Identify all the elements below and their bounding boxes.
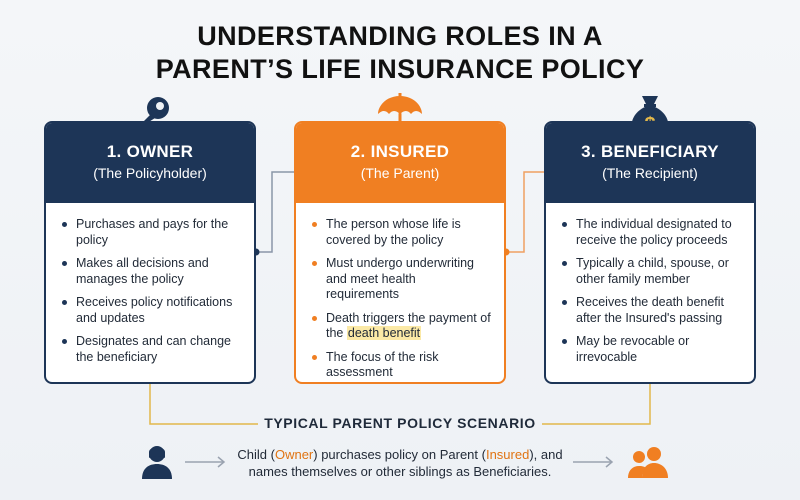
owner-card: 1. OWNER (The Policyholder) Purchases an…: [44, 121, 256, 384]
owner-bullet: Designates and can change the beneficiar…: [62, 334, 242, 365]
title-line-2: PARENT’S LIFE INSURANCE POLICY: [155, 54, 645, 84]
beneficiary-bullet: Receives the death benefit after the Ins…: [562, 295, 742, 326]
owner-role-title: 1. OWNER: [106, 142, 194, 161]
page-title: UNDERSTANDING ROLES IN A PARENT’S LIFE I…: [0, 20, 800, 86]
beneficiary-bullet: Typically a child, spouse, or other fami…: [562, 256, 742, 287]
arrow-right-icon: [573, 456, 614, 468]
scenario-text-part: ), and names themselves or other sibling…: [248, 447, 563, 479]
beneficiary-card-header: 3. BENEFICIARY (The Recipient): [546, 123, 754, 203]
insured-bullet-list: The person whose life is covered by the …: [296, 203, 504, 381]
insured-bullet: The person whose life is covered by the …: [312, 217, 492, 248]
beneficiary-card: 3. BENEFICIARY (The Recipient) The indiv…: [544, 121, 756, 384]
owner-bullet: Purchases and pays for the policy: [62, 217, 242, 248]
group-icon: [628, 447, 668, 478]
insured-bullet: The focus of the risk assessment: [312, 350, 492, 381]
beneficiary-bullet: May be revocable or irrevocable: [562, 334, 742, 365]
owner-role-subtitle: (The Policyholder): [93, 165, 207, 181]
owner-card-header: 1. OWNER (The Policyholder): [46, 123, 254, 203]
beneficiary-bullet: The individual designated to receive the…: [562, 217, 742, 248]
person-icon: [142, 446, 172, 479]
insured-role-title: 2. INSURED: [350, 142, 450, 161]
owner-bullet: Makes all decisions and manages the poli…: [62, 256, 242, 287]
beneficiary-role-subtitle: (The Recipient): [602, 165, 698, 181]
scenario-title: TYPICAL PARENT POLICY SCENARIO: [264, 415, 536, 431]
scenario-description: Child (Owner) purchases policy on Parent…: [230, 446, 570, 480]
title-line-1: UNDERSTANDING ROLES IN A: [197, 21, 603, 51]
beneficiary-bullet-list: The individual designated to receive the…: [546, 203, 754, 365]
death-benefit-highlight: death benefit: [346, 326, 422, 340]
scenario-text-part: Child (: [237, 447, 275, 462]
scenario-insured-word: Insured: [485, 447, 530, 462]
insured-bullet-text: Death triggers the payment of the: [326, 310, 491, 341]
owner-bullet-list: Purchases and pays for the policy Makes …: [46, 203, 254, 365]
owner-bullet: Receives policy notifications and update…: [62, 295, 242, 326]
insured-card: 2. INSURED (The Parent) The person whose…: [294, 121, 506, 384]
insured-bullet: Must undergo underwriting and meet healt…: [312, 256, 492, 303]
scenario-owner-word: Owner: [274, 447, 314, 462]
insured-bullet: Death triggers the payment of the death …: [312, 311, 492, 342]
scenario-text-part: ) purchases policy on Parent (: [313, 447, 486, 462]
beneficiary-role-title: 3. BENEFICIARY: [581, 142, 719, 161]
arrow-right-icon: [185, 456, 226, 468]
insured-role-subtitle: (The Parent): [360, 165, 440, 181]
insured-card-header: 2. INSURED (The Parent): [296, 123, 504, 203]
